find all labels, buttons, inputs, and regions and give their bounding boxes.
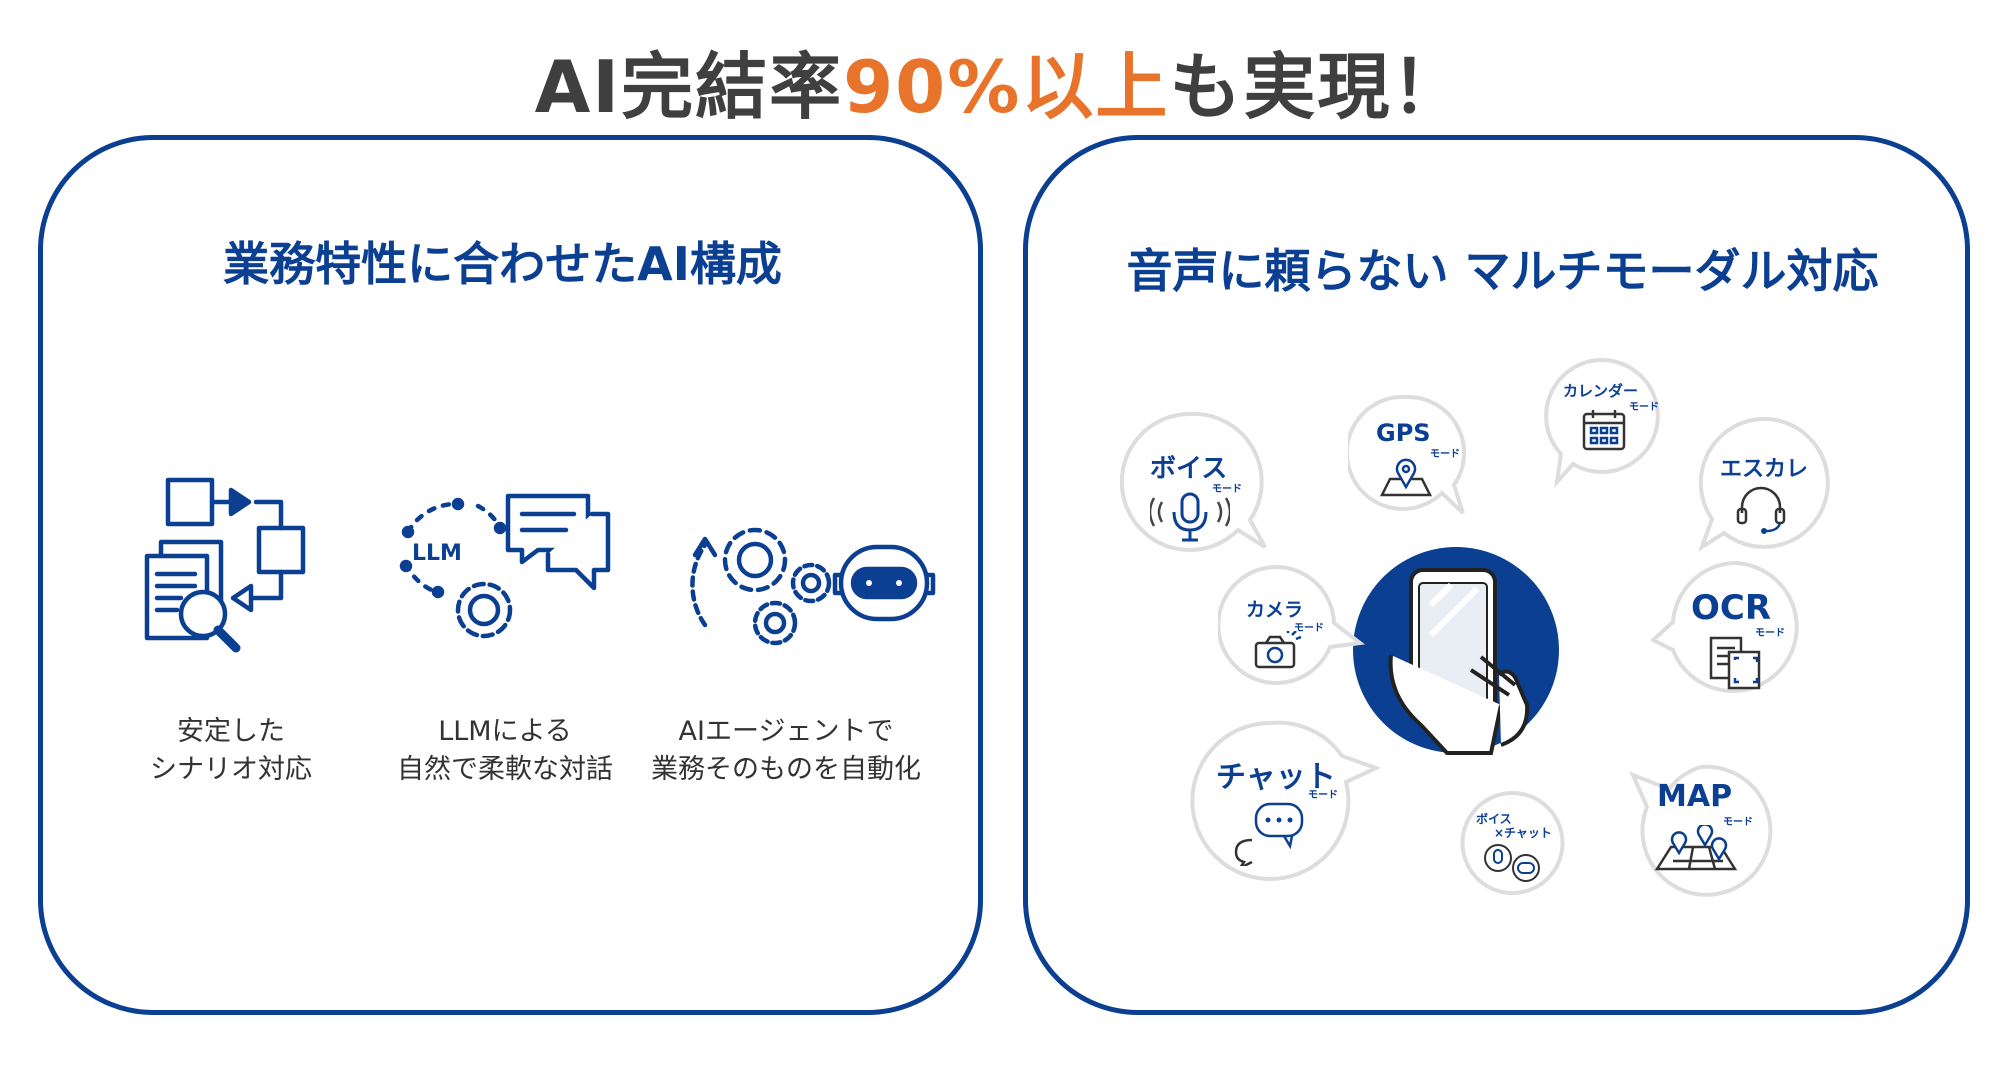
flowchart-document-search-icon [144,477,306,653]
mode-label-camera: カメラ [1246,599,1304,621]
voice-chat-icon [1484,844,1540,882]
mode-bubble-escalation: エスカレ [1688,415,1830,555]
map-pins-icon [1654,825,1737,871]
title-suffix: も実現！ [1169,45,1466,129]
mode-label-voice-chat: ボイス [1476,812,1512,826]
mode-bubble-map: MAP モード [1625,755,1773,897]
bubble-outline [1649,560,1799,693]
mode-label-voice-chat-2: ×チャット [1494,826,1552,840]
gears-robot-icon [690,527,936,646]
mode-bubble-voice-chat: ボイス ×チャット [1458,790,1565,896]
headset-icon [1736,486,1786,534]
smartphone-touch-icon [1353,547,1559,755]
mode-bubble-camera: カメラ モード [1216,564,1366,685]
bubble-outline [1190,720,1382,881]
bubble-outline [1344,394,1466,515]
multimodal-heading: 音声に頼らない マルチモーダル対応 [1126,244,1879,298]
mode-bubble-ocr: OCR モード [1649,560,1799,695]
mode-label-chat: チャット [1216,760,1336,795]
mode-bubble-calendar: カレンダー モード [1543,357,1663,489]
ai-architecture-panel: 業務特性に合わせたAI構成 安定したシナリオ対応 LLM [38,135,983,1015]
mode-label-voice: ボイス [1150,454,1228,484]
mode-label-gps: GPS [1376,419,1431,447]
microphone-icon [1150,492,1230,542]
title-prefix: AI完結率 [534,45,844,129]
mode-label-escalation: エスカレ [1720,457,1809,482]
mode-label-map: MAP [1657,779,1733,814]
multimodal-panel: 音声に頼らない マルチモーダル対応 ボイス モード GPS モード [1023,135,1970,1015]
chat-bubbles-icon [1234,802,1304,866]
mode-label-ocr: OCR [1691,588,1772,628]
camera-icon [1254,631,1302,669]
calendar-icon [1582,410,1626,451]
mode-bubble-chat: チャット モード [1190,720,1382,881]
bubble-outline [1460,790,1565,896]
title-highlight: 90%以上 [843,45,1170,129]
location-map-icon [1379,458,1433,497]
llm-badge: LLM [412,541,462,566]
bubble-outline [1216,564,1366,685]
feature-label-llm: LLMによる自然で柔軟な対話 [397,716,613,785]
feature-label-ai-agent: AIエージェントで業務そのものを自動化 [651,716,921,785]
mode-bubble-voice: ボイス モード [1119,411,1267,552]
llm-chat-gear-icon: LLM [399,493,611,639]
bubble-outline [1698,416,1830,552]
feature-label-scenario: 安定したシナリオ対応 [150,716,312,785]
mode-bubble-gps: GPS モード [1344,394,1468,515]
document-scan-icon [1709,636,1761,690]
ai-architecture-heading: 業務特性に合わせたAI構成 [223,237,782,291]
bubble-outline [1544,357,1660,489]
page-title: AI完結率90%以上も実現！ [0,28,2000,133]
mode-label-calendar: カレンダー [1563,382,1639,400]
